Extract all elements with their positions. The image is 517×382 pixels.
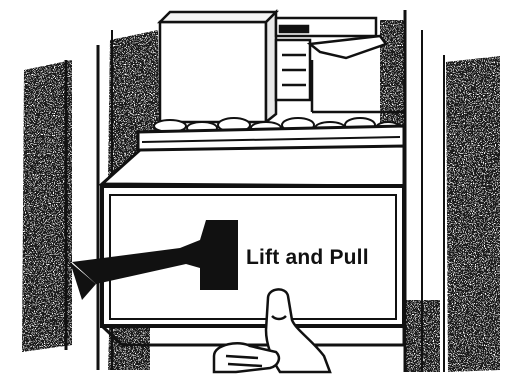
ice-bin (102, 126, 404, 345)
ice-maker (160, 12, 404, 122)
caption-label: Lift and Pull (246, 246, 369, 270)
